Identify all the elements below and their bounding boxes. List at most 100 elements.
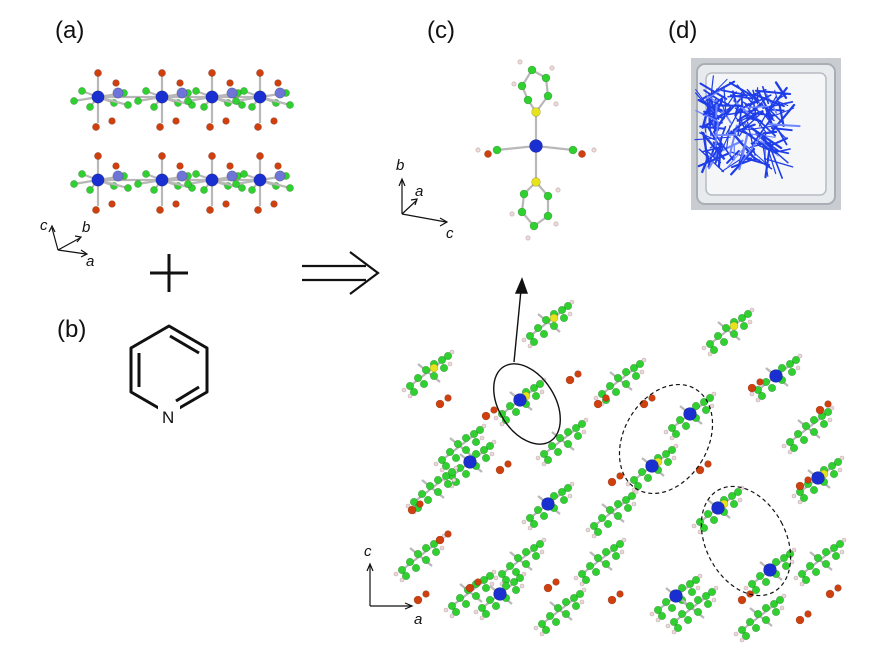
carbon-atom [78,170,86,178]
oxygen-atom [747,383,757,393]
hydrogen-atom [521,337,527,343]
hydrogen-atom [695,585,701,591]
metal-atom [669,589,683,603]
carbon-atom [727,491,737,501]
hydrogen-atom [553,221,559,227]
hydrogen-atom [579,581,585,587]
carbon-atom [699,523,709,533]
carbon-atom [571,423,581,433]
hydrogen-atom [619,549,625,555]
crystal-fiber [726,125,731,149]
metal-atom-back [176,170,188,182]
oxygen-atom [158,152,166,160]
hydrogen-atom [581,429,587,435]
carbon-atom [721,323,731,333]
carbon-atom [787,367,797,377]
crystal-fiber [739,110,764,122]
crystal-fiber [726,149,740,164]
packing-molecule [649,573,703,623]
carbon-atom [429,371,439,381]
metal-atom-back [274,87,286,99]
hydrogen-atom [737,497,743,503]
crystal-fiber [727,93,754,98]
packing-molecule [593,357,647,407]
hydrogen-atom [451,477,457,483]
packing-molecule [535,417,589,467]
crystal-fiber [719,135,729,155]
hydrogen-atom [797,499,803,505]
oxygen-atom [574,370,582,378]
carbon-atom [709,515,719,525]
sulfur-atom [429,363,439,373]
carbon-atom [455,593,465,603]
carbon-atom [703,599,713,609]
hydrogen-atom [781,443,787,449]
metal-atom [763,563,777,577]
crystal-fiber [725,105,742,136]
carbon-atom [543,191,553,201]
carbon-atom [709,345,719,355]
metal-atom [253,173,267,187]
crystal-fiber [742,156,771,166]
carbon-atom [613,499,623,509]
metal-atom [205,173,219,187]
hydrogen-atom [475,147,481,153]
bond [717,321,741,341]
packing-molecule [733,593,787,643]
carbon-atom [673,623,683,633]
carbon-atom [637,467,647,477]
carbon-atom [423,495,433,505]
bond [509,551,533,571]
carbon-atom [515,573,525,583]
carbon-atom [568,145,578,155]
crystal-fiber [732,111,759,132]
oxygen-atom [578,150,586,158]
hydrogen-atom [583,417,589,423]
carbon-atom [531,391,541,401]
carbon-atom [413,373,423,383]
crystal-fiber [712,141,720,153]
carbon-atom [629,363,639,373]
chain-structure-bottom [70,152,294,214]
oxygen-atom [804,476,812,484]
carbon-atom [517,81,527,91]
crystal-fiber [738,154,746,167]
hydrogen-atom [639,369,645,375]
oxygen-atom [795,481,805,491]
hydrogen-atom [407,393,413,399]
carbon-atom [563,301,573,311]
carbon-atom [240,87,248,95]
crystal-fiber [706,98,722,106]
hydrogen-atom [641,357,647,363]
carbon-atom [529,383,539,393]
carbon-atom [541,315,551,325]
crystal-fiber [746,92,755,121]
sulfur-atom [549,313,559,323]
crystal-fiber [778,102,785,128]
carbon-atom [485,571,495,581]
hydrogen-atom [669,435,675,441]
carbon-atom [491,601,501,611]
oxygen-atom [416,500,424,508]
carbon-atom [797,569,807,579]
axis-label-a-a: a [86,253,94,270]
n-label-background [158,404,180,426]
packing-molecule [521,481,575,531]
carbon-atom [585,561,595,571]
panel-label-d: (d) [668,17,697,44]
carbon-atom [777,363,787,373]
panel-label-b: (b) [57,316,86,343]
carbon-atom [685,579,695,589]
hydrogen-atom [733,631,739,637]
carbon-atom [569,593,579,603]
carbon-atom [831,551,841,561]
hydrogen-atom [691,523,697,529]
hydrogen-atom [527,343,533,349]
metal-atom-back [176,87,188,99]
bond [496,144,537,152]
axis-label-b-c: b [396,157,404,174]
hydrogen-atom [539,631,545,637]
crystal-fiber [705,94,717,102]
hydrogen-atom [793,575,799,581]
hydrogen-atom [665,623,671,629]
